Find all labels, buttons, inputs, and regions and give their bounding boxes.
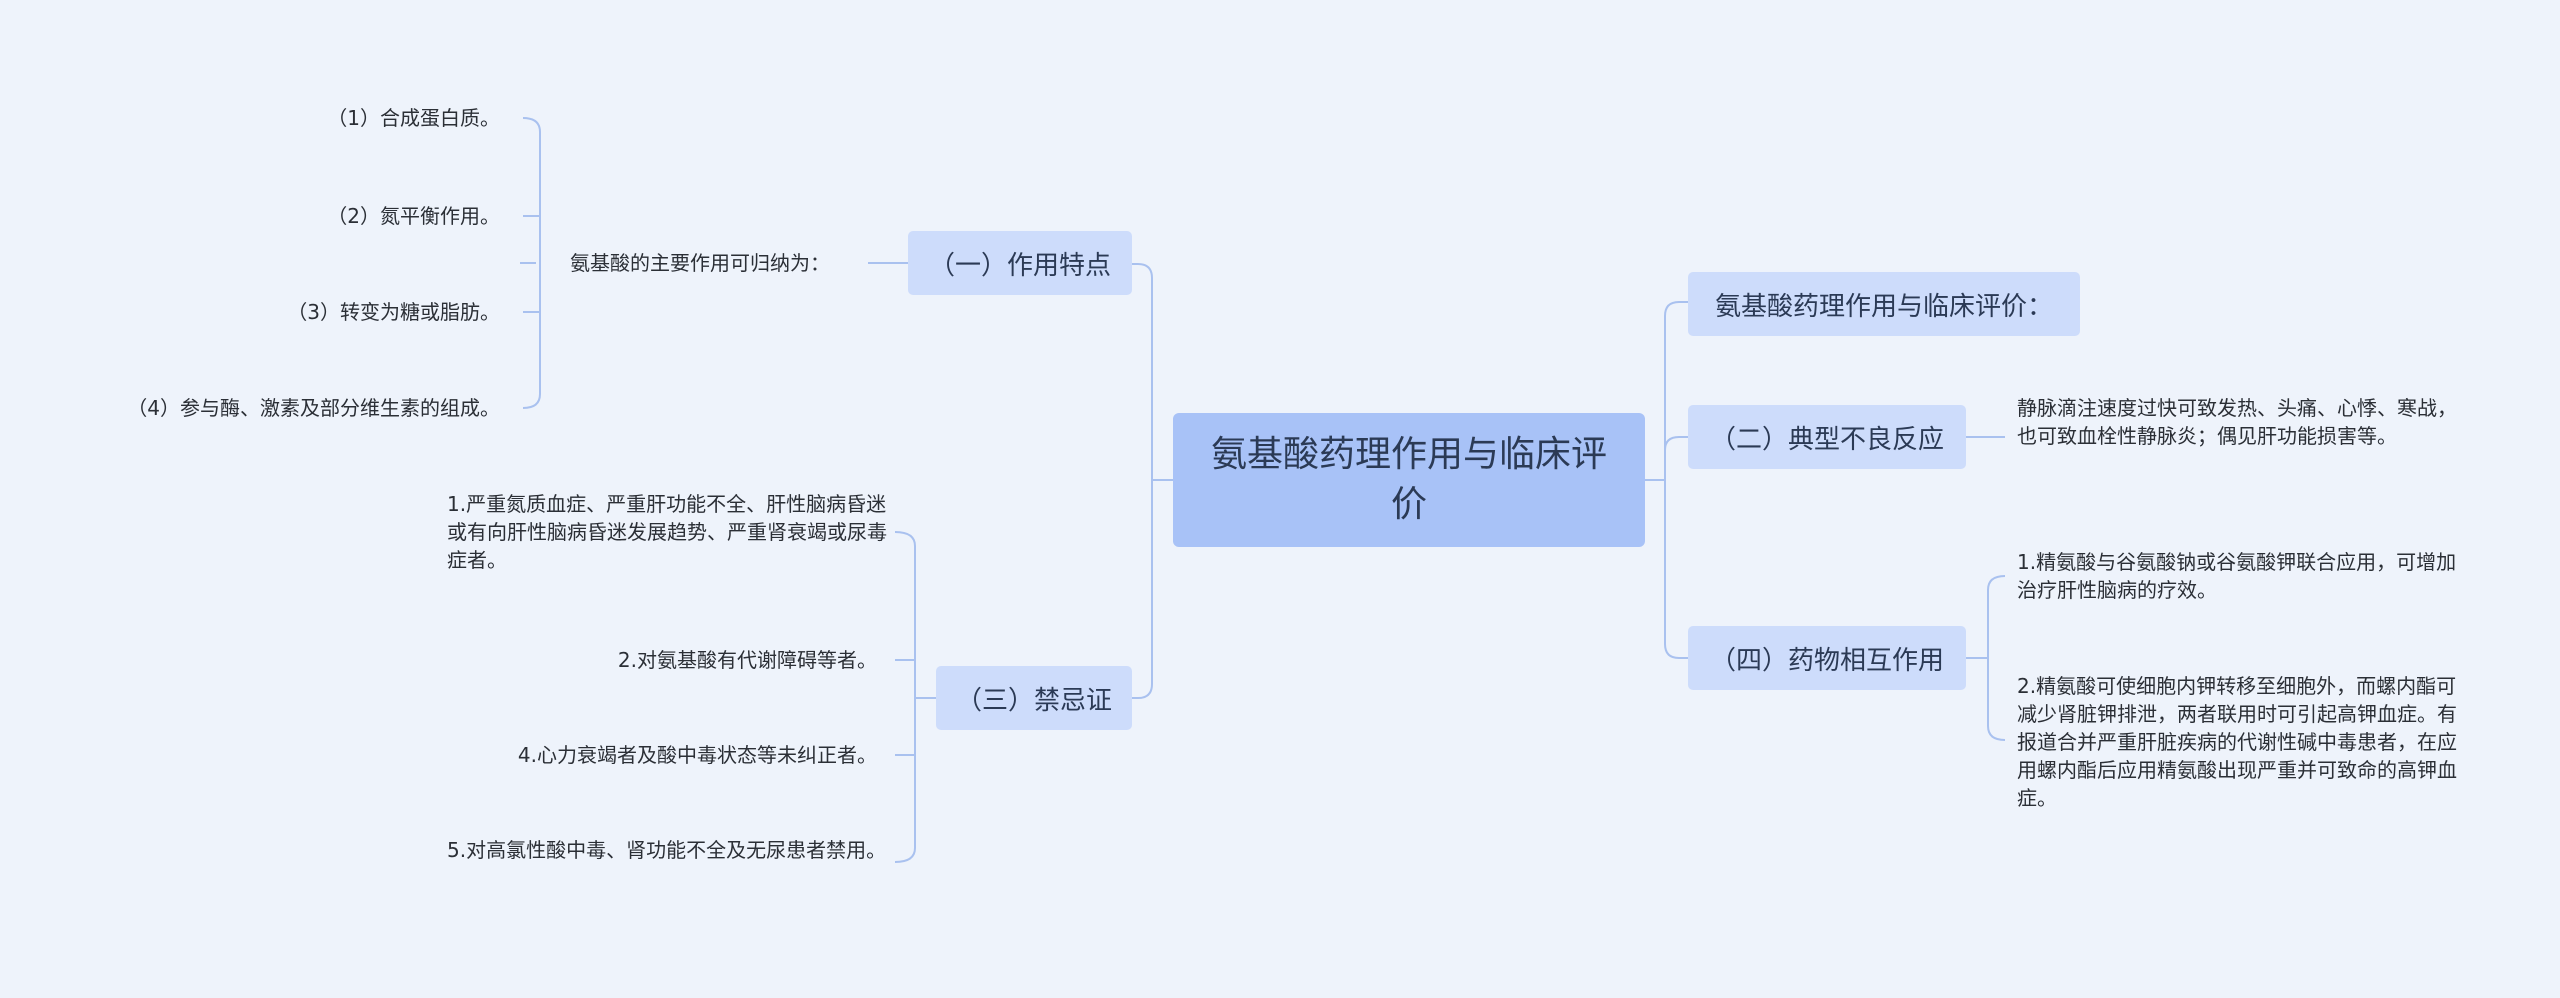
branch-sub-summary[interactable]: 氨基酸的主要作用可归纳为：: [570, 249, 870, 277]
leaf-item[interactable]: 5.对高氯性酸中毒、肾功能不全及无尿患者禁用。: [447, 836, 895, 864]
branch-action-features[interactable]: （一）作用特点: [908, 231, 1132, 295]
bracket-b3-items: [894, 531, 916, 863]
branch-label: （三）禁忌证: [955, 685, 1112, 716]
leaf-text: 1.精氨酸与谷氨酸钠或谷氨酸钾联合应用，可增加治疗肝性脑病的疗效。: [2017, 550, 2457, 602]
leaf-item[interactable]: 4.心力衰竭者及酸中毒状态等未纠正者。: [447, 741, 877, 769]
leaf-text: （4）参与酶、激素及部分维生素的组成。: [127, 396, 500, 420]
link-root-b0: [1645, 301, 1688, 481]
link-root-b1: [1132, 263, 1173, 481]
leaf-item[interactable]: 2.精氨酸可使细胞内钾转移至细胞外，而螺内酯可减少肾脏钾排泄，两者联用时可引起高…: [2017, 672, 2459, 812]
leaf-text: 4.心力衰竭者及酸中毒状态等未纠正者。: [517, 743, 877, 767]
link-root-b2: [1664, 436, 1688, 480]
branch-drug-interactions[interactable]: （四）药物相互作用: [1688, 626, 1966, 690]
sub-label: 氨基酸的主要作用可归纳为：: [570, 251, 830, 275]
root-title: 氨基酸药理作用与临床评价: [1210, 434, 1607, 525]
link-root-b3: [1132, 480, 1153, 699]
leaf-text: （2）氮平衡作用。: [327, 204, 500, 228]
branch-label: （一）作用特点: [928, 250, 1111, 281]
branch-label: 氨基酸药理作用与临床评价：: [1714, 291, 2053, 322]
leaf-text: 2.对氨基酸有代谢障碍等者。: [617, 648, 877, 672]
leaf-item[interactable]: （1）合成蛋白质。: [200, 104, 500, 132]
branch-overview[interactable]: 氨基酸药理作用与临床评价：: [1688, 272, 2080, 336]
link-root-b4: [1664, 480, 1688, 659]
branch-label: （二）典型不良反应: [1709, 424, 1944, 455]
leaf-text: 静脉滴注速度过快可致发热、头痛、心悸、寒战，也可致血栓性静脉炎；偶见肝功能损害等…: [2017, 396, 2457, 448]
branch-adverse-reactions[interactable]: （二）典型不良反应: [1688, 405, 1966, 469]
leaf-item[interactable]: 1.精氨酸与谷氨酸钠或谷氨酸钾联合应用，可增加治疗肝性脑病的疗效。: [2017, 548, 2459, 604]
leaf-item[interactable]: （3）转变为糖或脂肪。: [200, 298, 500, 326]
leaf-item[interactable]: 1.严重氮质血症、严重肝功能不全、肝性脑病昏迷或有向肝性脑病昏迷发展趋势、严重肾…: [447, 490, 895, 574]
branch-contraindications[interactable]: （三）禁忌证: [936, 666, 1132, 730]
leaf-item[interactable]: （4）参与酶、激素及部分维生素的组成。: [80, 394, 500, 422]
leaf-text: 5.对高氯性酸中毒、肾功能不全及无尿患者禁用。: [447, 838, 887, 862]
leaf-text: 1.严重氮质血症、严重肝功能不全、肝性脑病昏迷或有向肝性脑病昏迷发展趋势、严重肾…: [447, 492, 887, 572]
leaf-item[interactable]: 2.对氨基酸有代谢障碍等者。: [447, 646, 877, 674]
leaf-text: （1）合成蛋白质。: [327, 106, 500, 130]
leaf-item[interactable]: 静脉滴注速度过快可致发热、头痛、心悸、寒战，也可致血栓性静脉炎；偶见肝功能损害等…: [2017, 394, 2459, 450]
leaf-item[interactable]: （2）氮平衡作用。: [200, 202, 500, 230]
leaf-text: 2.精氨酸可使细胞内钾转移至细胞外，而螺内酯可减少肾脏钾排泄，两者联用时可引起高…: [2017, 674, 2457, 810]
branch-label: （四）药物相互作用: [1709, 645, 1944, 676]
root-node[interactable]: 氨基酸药理作用与临床评价: [1173, 413, 1645, 547]
bracket-b4-items: [1987, 575, 2006, 741]
leaf-text: （3）转变为糖或脂肪。: [287, 300, 500, 324]
bracket-b1-items: [522, 117, 541, 409]
